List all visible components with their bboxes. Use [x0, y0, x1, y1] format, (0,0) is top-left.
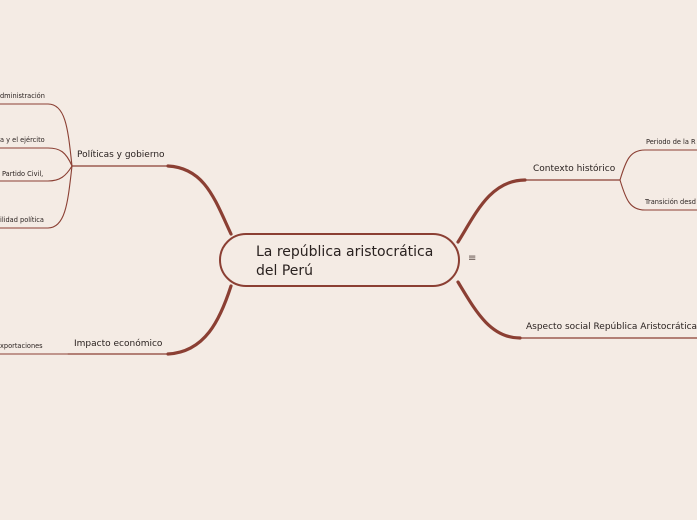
subtopic-impacto-1[interactable]: xportaciones — [0, 342, 43, 350]
central-topic-title: La república aristocrática del Perú — [256, 244, 434, 279]
topic-contexto[interactable]: Contexto histórico — [533, 164, 616, 174]
topic-impacto[interactable]: Impacto económico — [74, 339, 163, 349]
connector-contexto-2 — [619, 179, 646, 211]
branch-politicas — [166, 164, 233, 236]
subtopic-politicas-2[interactable]: a y el ejército — [0, 136, 45, 144]
connector-politicas-3 — [47, 165, 73, 182]
subtopic-politicas-4[interactable]: ilidad política — [0, 216, 44, 224]
subtopic-politicas-3[interactable]: Partido Civil, — [2, 170, 44, 178]
branch-aspecto — [456, 280, 522, 340]
branch-contexto — [456, 178, 527, 244]
connector-contexto-1 — [619, 149, 646, 181]
subtopic-contexto-1[interactable]: Periodo de la R — [646, 138, 696, 146]
topic-politicas[interactable]: Políticas y gobierno — [77, 150, 165, 160]
connector-politicas-2 — [47, 147, 73, 167]
notes-icon[interactable]: ≡ — [468, 253, 477, 264]
central-topic[interactable]: La república aristocrática del Perú — [219, 233, 460, 287]
topic-aspecto[interactable]: Aspecto social República Aristocrática — [526, 322, 697, 332]
subtopic-contexto-2[interactable]: Transición desd — [645, 198, 696, 206]
connector-politicas-4 — [47, 165, 73, 229]
subtopic-politicas-1[interactable]: dministración — [0, 92, 45, 100]
branch-impacto — [166, 284, 233, 356]
connector-politicas-1 — [47, 103, 73, 167]
